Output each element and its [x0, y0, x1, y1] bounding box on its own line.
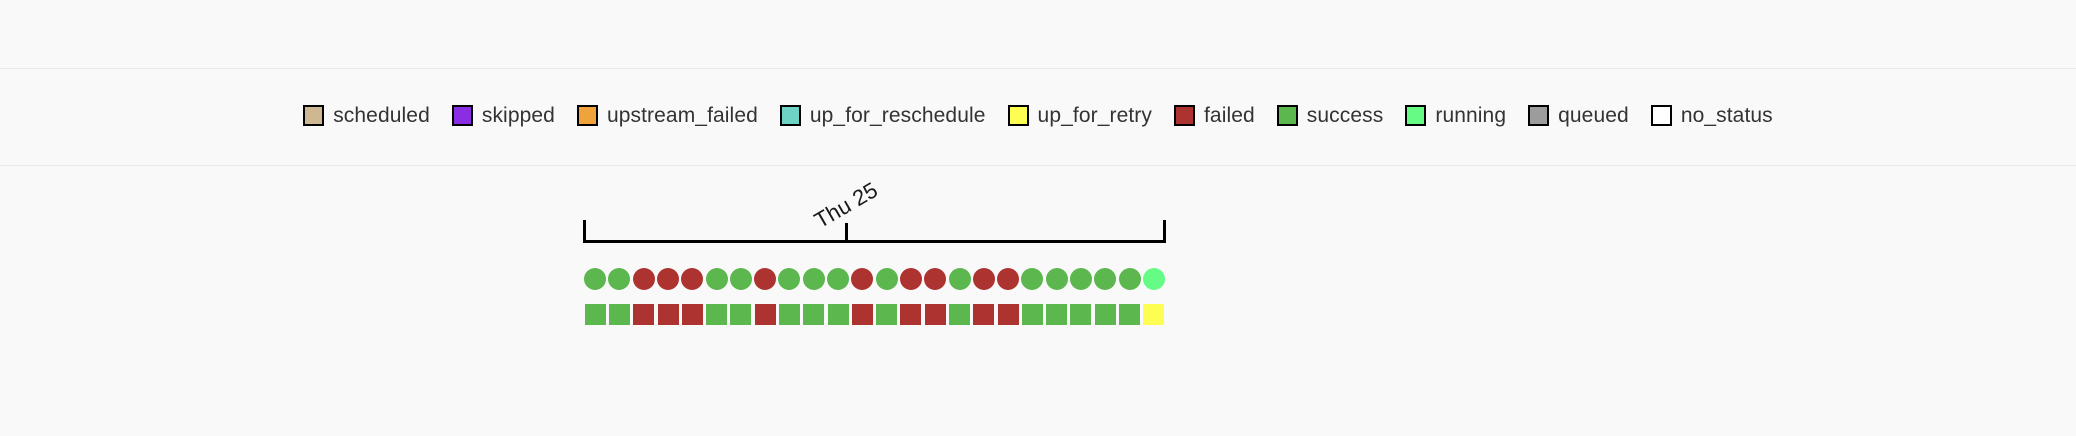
divider-bottom	[0, 165, 2076, 166]
marker-square-failed[interactable]	[924, 304, 946, 325]
marker-circle-failed[interactable]	[997, 268, 1020, 290]
marker-circle-success[interactable]	[1069, 268, 1092, 290]
legend-swatch-no-status-icon	[1650, 104, 1672, 126]
legend-swatch-failed-icon	[1173, 104, 1195, 126]
legend-label: queued	[1558, 103, 1629, 127]
marker-circle-success[interactable]	[778, 268, 801, 290]
marker-square-success[interactable]	[730, 304, 752, 325]
axis-spine	[583, 240, 1166, 243]
marker-circle-failed[interactable]	[899, 268, 922, 290]
marker-square-success[interactable]	[608, 304, 630, 325]
legend-swatch-up-for-reschedule-icon	[779, 104, 801, 126]
marker-circle-running[interactable]	[1142, 268, 1165, 290]
status-legend: scheduled skipped upstream_failed up_for_re…	[0, 98, 2076, 132]
marker-circle-success[interactable]	[827, 268, 850, 290]
marker-square-success[interactable]	[827, 304, 849, 325]
marker-circle-success[interactable]	[584, 268, 607, 290]
marker-circle-success[interactable]	[802, 268, 825, 290]
marker-square-success[interactable]	[876, 304, 898, 325]
marker-circle-success[interactable]	[1045, 268, 1068, 290]
marker-square-failed[interactable]	[900, 304, 922, 325]
legend-label: skipped	[481, 103, 555, 127]
legend-item-up-for-retry[interactable]: up_for_retry	[1007, 103, 1152, 127]
legend-label: upstream_failed	[606, 103, 758, 127]
marker-square-success[interactable]	[1094, 304, 1116, 325]
legend-item-up-for-reschedule[interactable]: up_for_reschedule	[779, 103, 986, 127]
legend-swatch-skipped-icon	[451, 104, 473, 126]
legend-item-failed[interactable]: failed	[1173, 103, 1255, 127]
marker-square-success[interactable]	[584, 304, 606, 325]
marker-square-success[interactable]	[949, 304, 971, 325]
marker-square-success[interactable]	[1046, 304, 1068, 325]
marker-square-failed[interactable]	[851, 304, 873, 325]
marker-square-failed[interactable]	[754, 304, 776, 325]
legend-label: up_for_retry	[1037, 103, 1152, 127]
legend-item-upstream-failed[interactable]: upstream_failed	[576, 103, 758, 127]
marker-square-failed[interactable]	[997, 304, 1019, 325]
legend-item-success[interactable]: success	[1276, 103, 1384, 127]
axis-cap-left	[583, 220, 586, 240]
marker-circle-success[interactable]	[1021, 268, 1044, 290]
marker-circle-failed[interactable]	[657, 268, 680, 290]
legend-label: success	[1306, 103, 1384, 127]
marker-square-success[interactable]	[706, 304, 728, 325]
legend-item-skipped[interactable]: skipped	[451, 103, 555, 127]
legend-swatch-up-for-retry-icon	[1007, 104, 1029, 126]
marker-square-failed[interactable]	[681, 304, 703, 325]
legend-swatch-success-icon	[1276, 104, 1298, 126]
dag-run-marker-row	[583, 268, 1166, 290]
marker-square-failed[interactable]	[633, 304, 655, 325]
legend-swatch-running-icon	[1405, 104, 1427, 126]
legend-item-scheduled[interactable]: scheduled	[303, 103, 430, 127]
marker-square-up-for-retry[interactable]	[1143, 304, 1165, 325]
legend-label: up_for_reschedule	[809, 103, 986, 127]
marker-square-success[interactable]	[803, 304, 825, 325]
marker-circle-success[interactable]	[705, 268, 728, 290]
marker-circle-success[interactable]	[608, 268, 631, 290]
axis-tick	[845, 223, 848, 240]
legend-label: running	[1435, 103, 1507, 127]
marker-circle-failed[interactable]	[681, 268, 704, 290]
marker-circle-success[interactable]	[1094, 268, 1117, 290]
task-instance-marker-row	[583, 304, 1166, 325]
legend-label: failed	[1203, 103, 1255, 127]
marker-square-success[interactable]	[778, 304, 800, 325]
marker-square-success[interactable]	[1070, 304, 1092, 325]
marker-circle-failed[interactable]	[972, 268, 995, 290]
marker-circle-success[interactable]	[1118, 268, 1141, 290]
marker-circle-failed[interactable]	[632, 268, 655, 290]
legend-swatch-scheduled-icon	[303, 104, 325, 126]
marker-square-failed[interactable]	[973, 304, 995, 325]
axis-cap-right	[1163, 220, 1166, 240]
marker-circle-failed[interactable]	[754, 268, 777, 290]
legend-label: scheduled	[333, 103, 430, 127]
marker-square-success[interactable]	[1119, 304, 1141, 325]
marker-circle-failed[interactable]	[924, 268, 947, 290]
legend-swatch-upstream-failed-icon	[576, 104, 598, 126]
marker-square-failed[interactable]	[657, 304, 679, 325]
marker-square-success[interactable]	[1021, 304, 1043, 325]
marker-circle-success[interactable]	[948, 268, 971, 290]
divider-top	[0, 68, 2076, 69]
marker-circle-success[interactable]	[875, 268, 898, 290]
legend-item-queued[interactable]: queued	[1528, 103, 1629, 127]
marker-circle-failed[interactable]	[851, 268, 874, 290]
marker-circle-success[interactable]	[729, 268, 752, 290]
legend-item-no-status[interactable]: no_status	[1650, 103, 1773, 127]
dag-runs-chart: Thu 25	[0, 165, 2076, 436]
legend-label: no_status	[1680, 103, 1773, 127]
legend-swatch-queued-icon	[1528, 104, 1550, 126]
legend-item-running[interactable]: running	[1405, 103, 1507, 127]
